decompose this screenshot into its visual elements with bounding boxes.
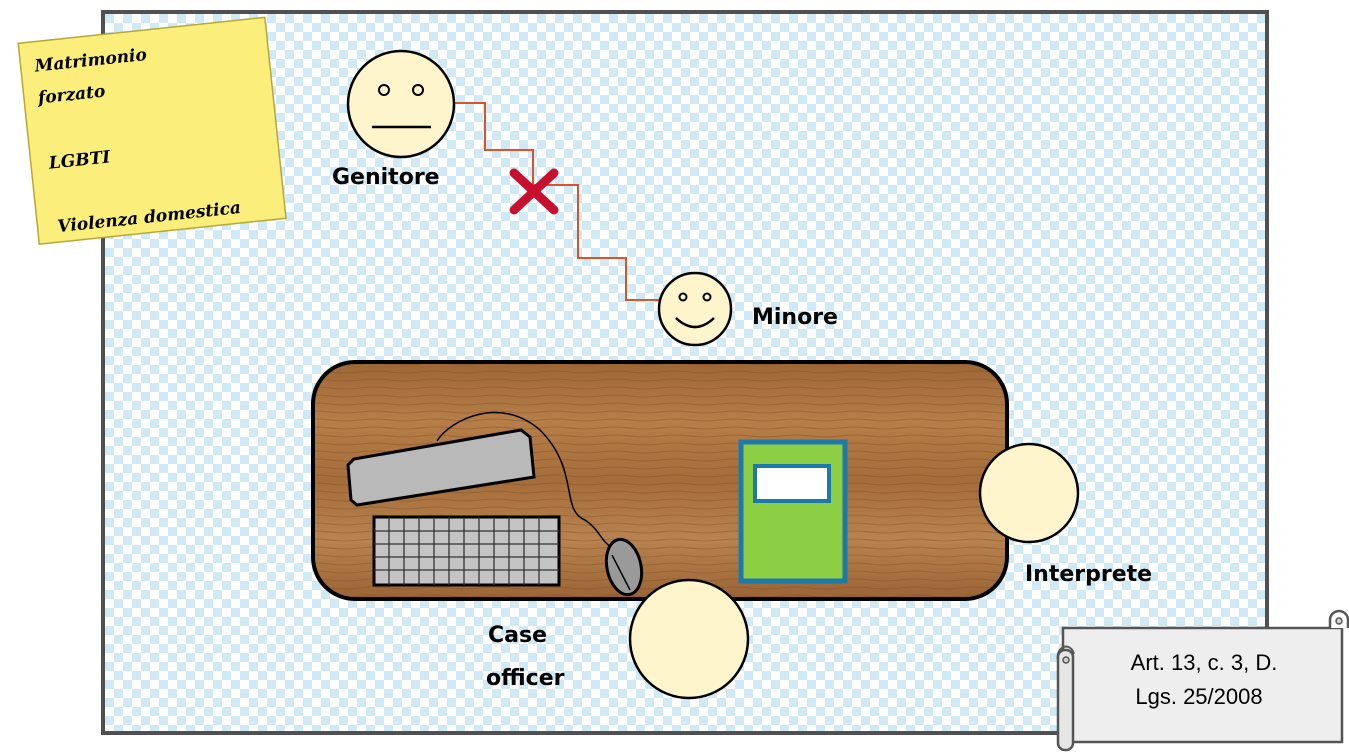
mouse-cable	[436, 411, 613, 549]
case-officer-label-line1: Case	[488, 623, 547, 648]
book-icon	[738, 439, 848, 584]
law-scroll: Art. 13, c. 3, D. Lgs. 25/2008	[1056, 609, 1349, 752]
monitor-icon	[346, 428, 536, 507]
keyboard-icon	[372, 515, 561, 587]
relationship-line	[453, 102, 660, 301]
mouse-icon	[604, 537, 644, 597]
genitore-label: Genitore	[332, 165, 440, 190]
case-officer-seat	[628, 578, 750, 700]
minore-face-icon	[657, 271, 733, 347]
minore-label: Minore	[752, 305, 838, 330]
law-reference-line-2: Lgs. 25/2008	[1135, 684, 1262, 709]
case-officer-label-line2: officer	[486, 666, 565, 691]
interprete-seat	[978, 442, 1080, 544]
blocked-cross-icon	[509, 168, 559, 215]
genitore-face-icon	[346, 49, 456, 159]
sticky-note: Matrimonio forzato LGBTI Violenza domest…	[17, 16, 287, 246]
interprete-label: Interprete	[1025, 562, 1152, 587]
law-reference-line-1: Art. 13, c. 3, D.	[1131, 650, 1278, 675]
